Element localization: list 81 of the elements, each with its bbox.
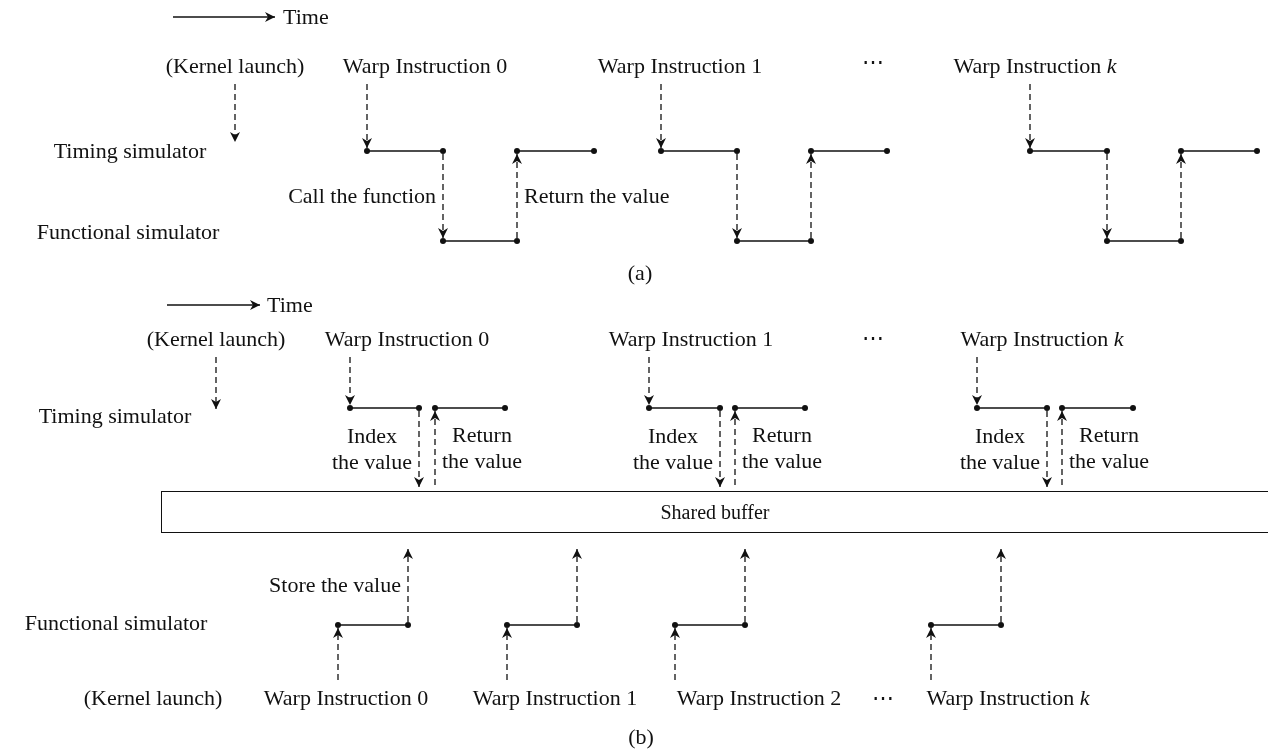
timeline-segment [646,405,723,411]
arrow [656,83,666,149]
timeline-segment [928,622,1004,628]
event-label: Warp Instruction 1 [597,53,763,79]
arrow [740,548,750,623]
edge-label: Return the value [524,182,670,210]
arrow [1042,410,1052,488]
edge-label: Return the value [1069,421,1150,475]
arrow [512,153,522,239]
timeline-segment [440,238,520,244]
ellipsis: ⋯ [872,685,894,711]
event-label: Warp Instruction k [926,685,1090,711]
arrow [430,410,440,486]
timeline-segment [504,622,580,628]
arrow [333,627,343,681]
event-label: Warp Instruction 1 [472,685,638,711]
timeline-segment [364,148,446,154]
arrow [715,410,725,488]
arrow [670,627,680,681]
arrow [345,356,355,406]
time-label: Time [283,4,329,30]
arrow [926,627,936,681]
event-label: Warp Instruction k [960,326,1124,352]
timeline-segment [672,622,748,628]
arrow [730,410,740,486]
arrow [414,410,424,488]
arrow [996,548,1006,623]
edge-label: Return the value [442,421,523,475]
event-label: (Kernel launch) [165,53,305,79]
arrow [230,83,240,143]
timeline-segment [1104,238,1184,244]
edge-label: Store the value [269,572,401,599]
timeline-segment [1059,405,1136,411]
event-label: Warp Instruction 1 [608,326,774,352]
ellipsis: ⋯ [862,49,884,75]
timeline-segment [732,405,808,411]
timeline-segment [514,148,597,154]
edge-label: Index the value [959,422,1040,476]
arrow [211,356,221,410]
lane-label: Functional simulator [24,610,208,636]
event-label: Warp Instruction k [953,53,1117,79]
event-label: (Kernel launch) [146,326,286,352]
ellipsis: ⋯ [862,325,884,351]
arrow [1102,153,1112,239]
timeline-segment [432,405,508,411]
edge-label: Index the value [632,422,713,476]
arrow [362,83,372,149]
lane-label: Timing simulator [53,138,207,164]
event-label: Warp Instruction 0 [263,685,429,711]
timeline-segment [808,148,890,154]
timeline-segment [974,405,1050,411]
arrow [502,627,512,681]
arrow [438,153,448,239]
arrow [572,548,582,623]
edge-label: Index the value [331,422,412,476]
timeline-segment [734,238,814,244]
arrow [806,153,816,239]
timeline-segment [347,405,422,411]
edge-label: Call the function [288,182,436,210]
event-label: Warp Instruction 2 [676,685,842,711]
timeline-segment [335,622,411,628]
timeline-segment [658,148,740,154]
lane-label: Functional simulator [36,219,220,245]
panel-caption: (b) [628,724,654,750]
timeline-segment [1027,148,1110,154]
arrow [972,356,982,406]
edge-label: Return the value [742,421,823,475]
arrow [732,153,742,239]
arrow [1057,410,1067,486]
lane-label: Timing simulator [38,403,192,429]
arrow [644,356,654,406]
time-label: Time [267,292,313,318]
buffer-box: Shared buffer [161,491,1268,533]
arrow [1025,83,1035,149]
event-label: Warp Instruction 0 [324,326,490,352]
panel-caption: (a) [627,260,653,286]
arrow [403,548,413,623]
arrow [1176,153,1186,239]
event-label: Warp Instruction 0 [342,53,508,79]
timeline-segment [1178,148,1260,154]
event-label: (Kernel launch) [83,685,223,711]
